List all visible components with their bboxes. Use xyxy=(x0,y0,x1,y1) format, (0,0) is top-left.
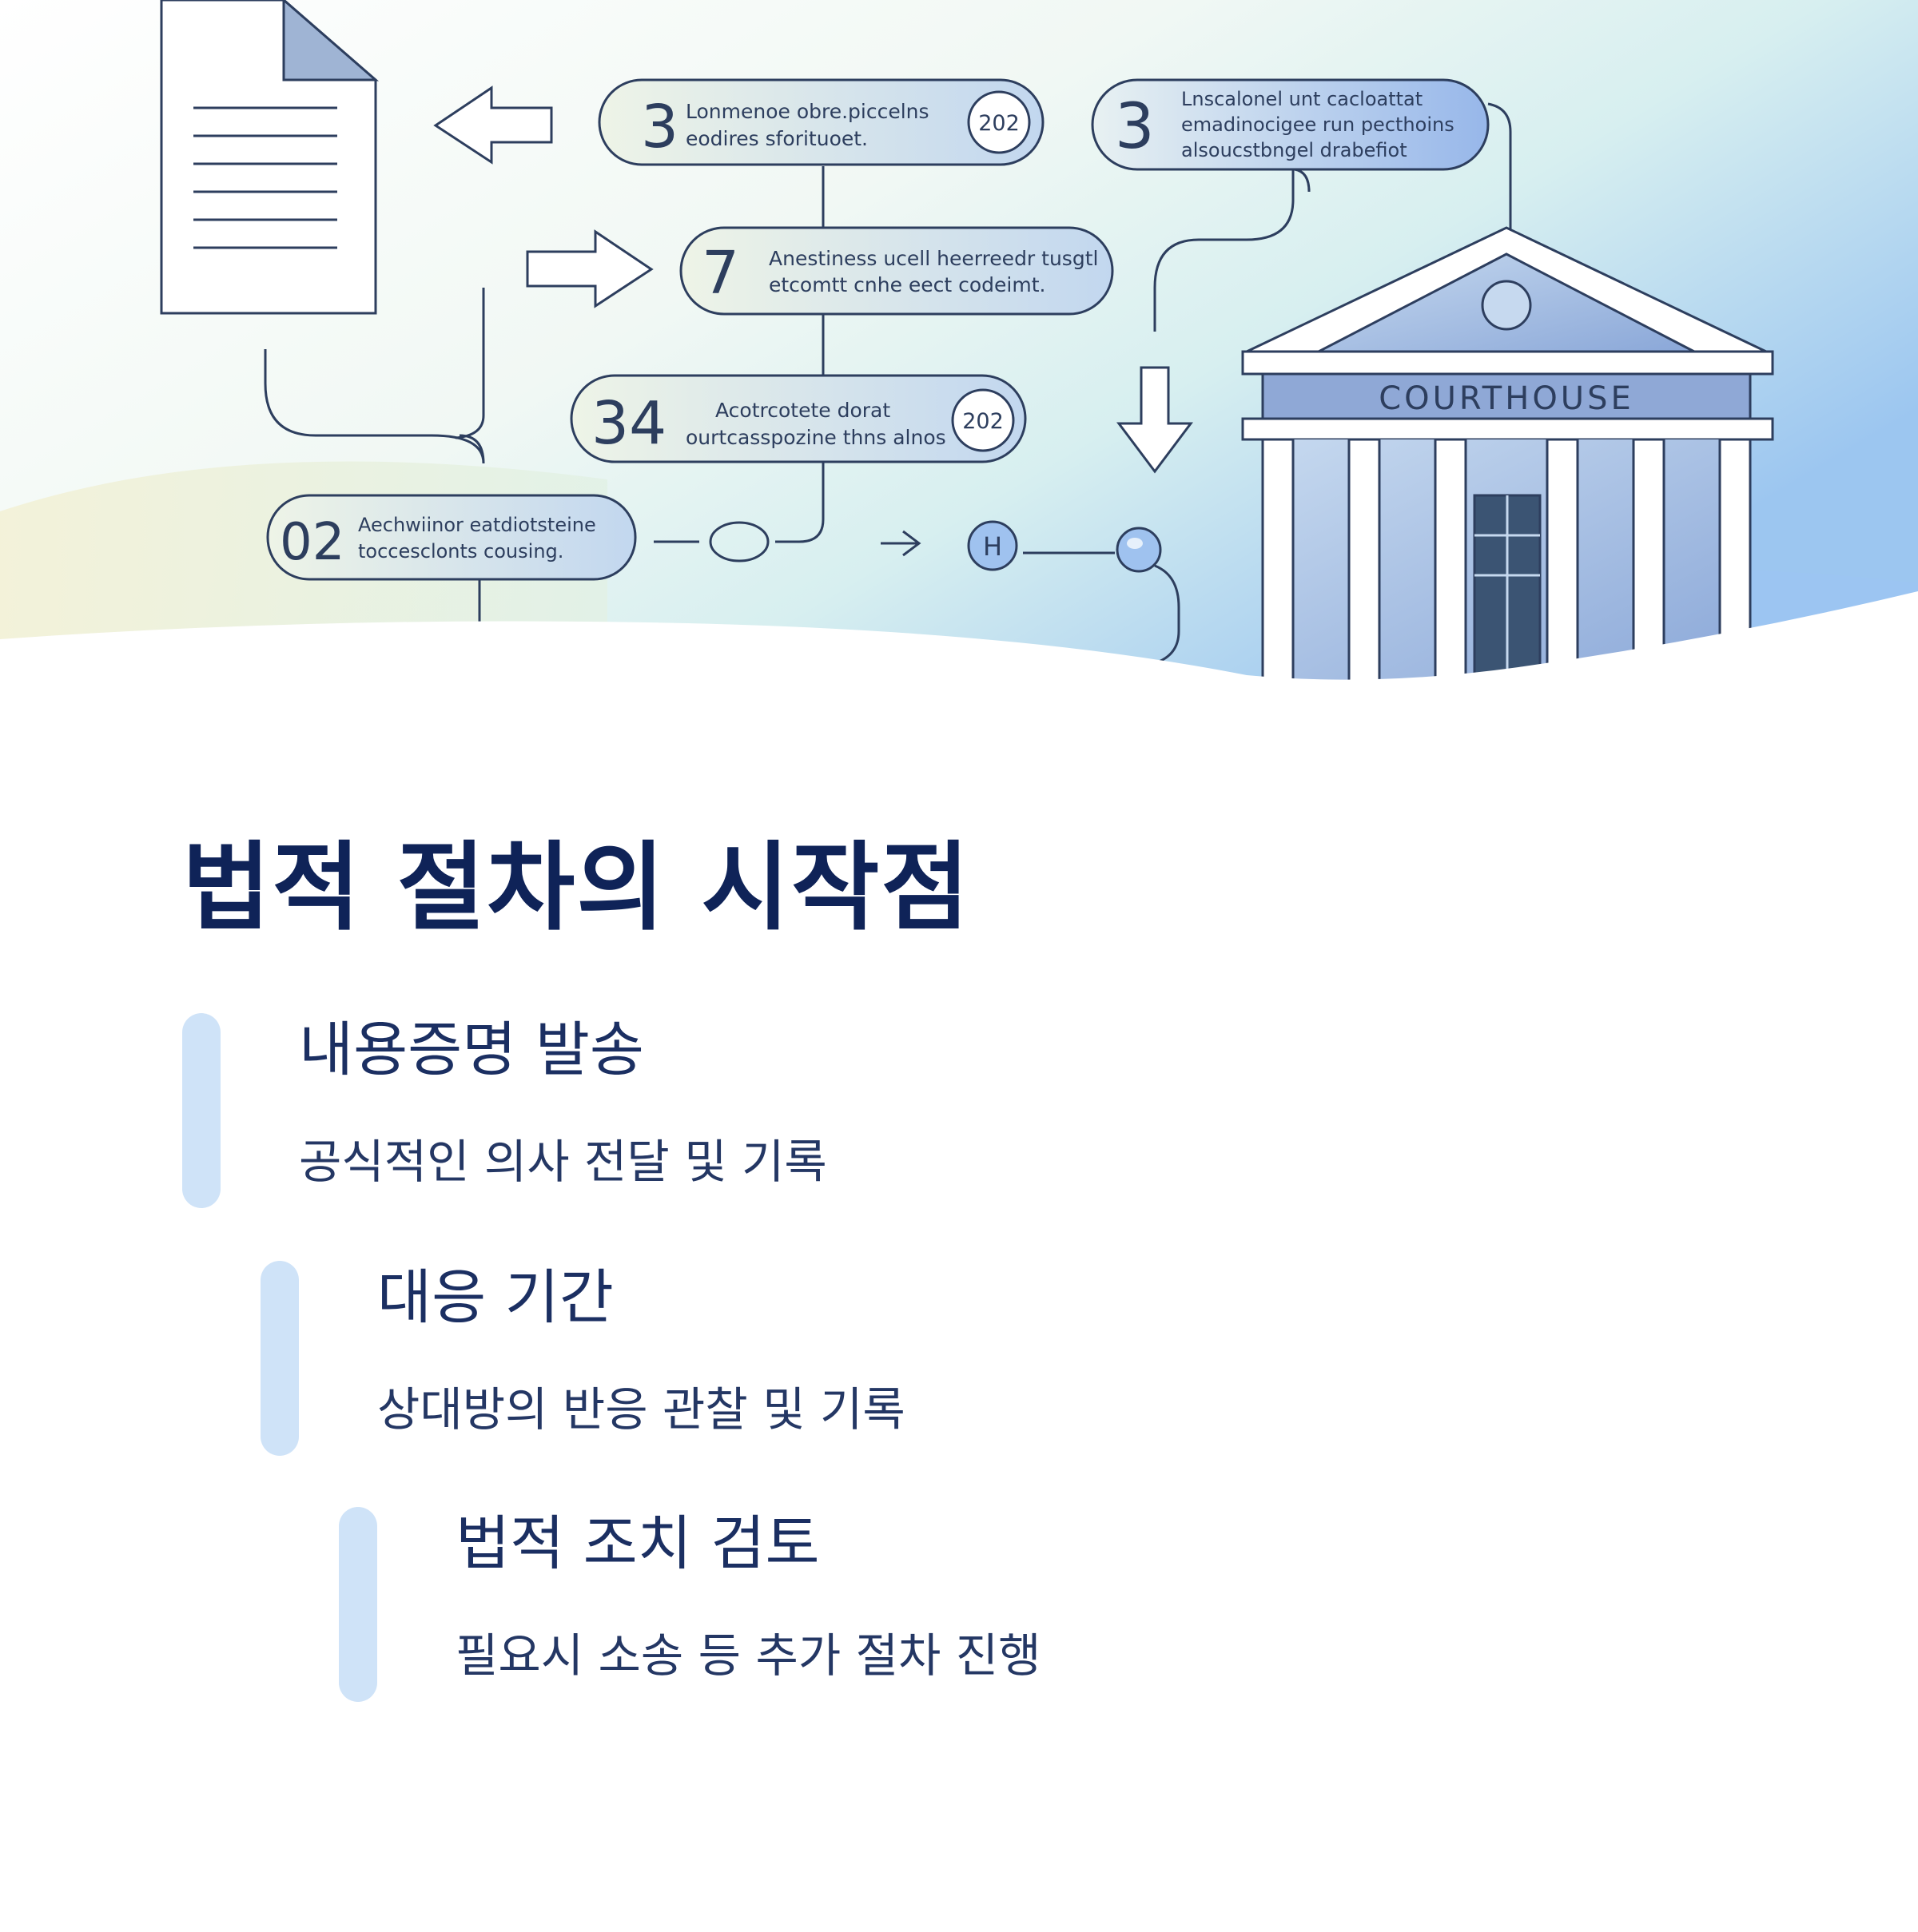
svg-text:3: 3 xyxy=(1115,91,1155,163)
step-heading: 내용증명 발송 xyxy=(299,1016,645,1084)
hero-illustration: H 3 Lonmenoe obre.piccelns eodires sfori… xyxy=(0,0,1918,687)
svg-text:alsoucstbngel drabefiot: alsoucstbngel drabefiot xyxy=(1181,139,1407,161)
svg-text:emadinocigee run pecthoins: emadinocigee run pecthoins xyxy=(1181,113,1454,136)
step-bar xyxy=(261,1261,299,1456)
svg-text:Lonmenoe obre.piccelns: Lonmenoe obre.piccelns xyxy=(686,100,929,123)
step-card-1: 3 Lonmenoe obre.piccelns eodires sforitu… xyxy=(598,78,1045,166)
arrow-down-icon xyxy=(1116,366,1193,474)
document-icon xyxy=(160,0,380,315)
svg-text:Lnscalonel unt cacloattat: Lnscalonel unt cacloattat xyxy=(1181,88,1423,110)
svg-text:Anestiness ucell heerreedr tus: Anestiness ucell heerreedr tusgtl xyxy=(769,247,1098,270)
svg-text:etcomtt cnhe eect codeimt.: etcomtt cnhe eect codeimt. xyxy=(769,273,1045,296)
svg-text:Aechwiinor eatdiotsteine: Aechwiinor eatdiotsteine xyxy=(358,514,596,536)
step-heading: 법적 조치 검토 xyxy=(456,1509,820,1578)
step-description: 상대방의 반응 관찰 및 기록 xyxy=(377,1382,905,1437)
step-bar xyxy=(339,1507,377,1702)
node-dot xyxy=(1116,527,1162,573)
step-card-4: 34 Acotrcotete dorat ourtcasspozine thns… xyxy=(570,374,1027,463)
step-description: 필요시 소송 등 추가 절차 진행 xyxy=(456,1628,1041,1683)
svg-text:eodires sforituoet.: eodires sforituoet. xyxy=(686,127,868,150)
step-card-3: 7 Anestiness ucell heerreedr tusgtl etco… xyxy=(679,226,1114,316)
step-bar xyxy=(182,1013,221,1208)
step-card-2: 3 Lnscalonel unt cacloattat emadinocigee… xyxy=(1091,78,1490,171)
node-oval xyxy=(709,521,770,563)
svg-text:Acotrcotete dorat: Acotrcotete dorat xyxy=(715,399,890,422)
node-circle xyxy=(967,520,1018,571)
svg-text:toccesclonts cousing.: toccesclonts cousing. xyxy=(358,540,563,563)
small-arrow-icon xyxy=(881,530,921,557)
svg-text:ourtcasspozine thns alnos: ourtcasspozine thns alnos xyxy=(686,426,946,449)
svg-text:202: 202 xyxy=(962,409,1004,434)
node-label: H xyxy=(983,531,1002,562)
svg-text:34: 34 xyxy=(591,389,667,458)
svg-text:7: 7 xyxy=(702,239,739,308)
arrow-right-icon xyxy=(526,229,654,308)
svg-text:02: 02 xyxy=(280,513,344,572)
courthouse-label: COURTHOUSE xyxy=(1379,380,1634,417)
connector-lines xyxy=(264,102,1512,665)
arrow-left-icon xyxy=(433,85,553,165)
step-heading: 대응 기간 xyxy=(377,1263,614,1332)
step-description: 공식적인 의사 전달 및 기록 xyxy=(299,1135,827,1189)
svg-text:3: 3 xyxy=(641,93,678,161)
page-title: 법적 절차의 시작점 xyxy=(182,833,971,944)
svg-text:202: 202 xyxy=(978,111,1020,136)
step-card-5: 02 Aechwiinor eatdiotsteine toccesclonts… xyxy=(266,494,637,581)
